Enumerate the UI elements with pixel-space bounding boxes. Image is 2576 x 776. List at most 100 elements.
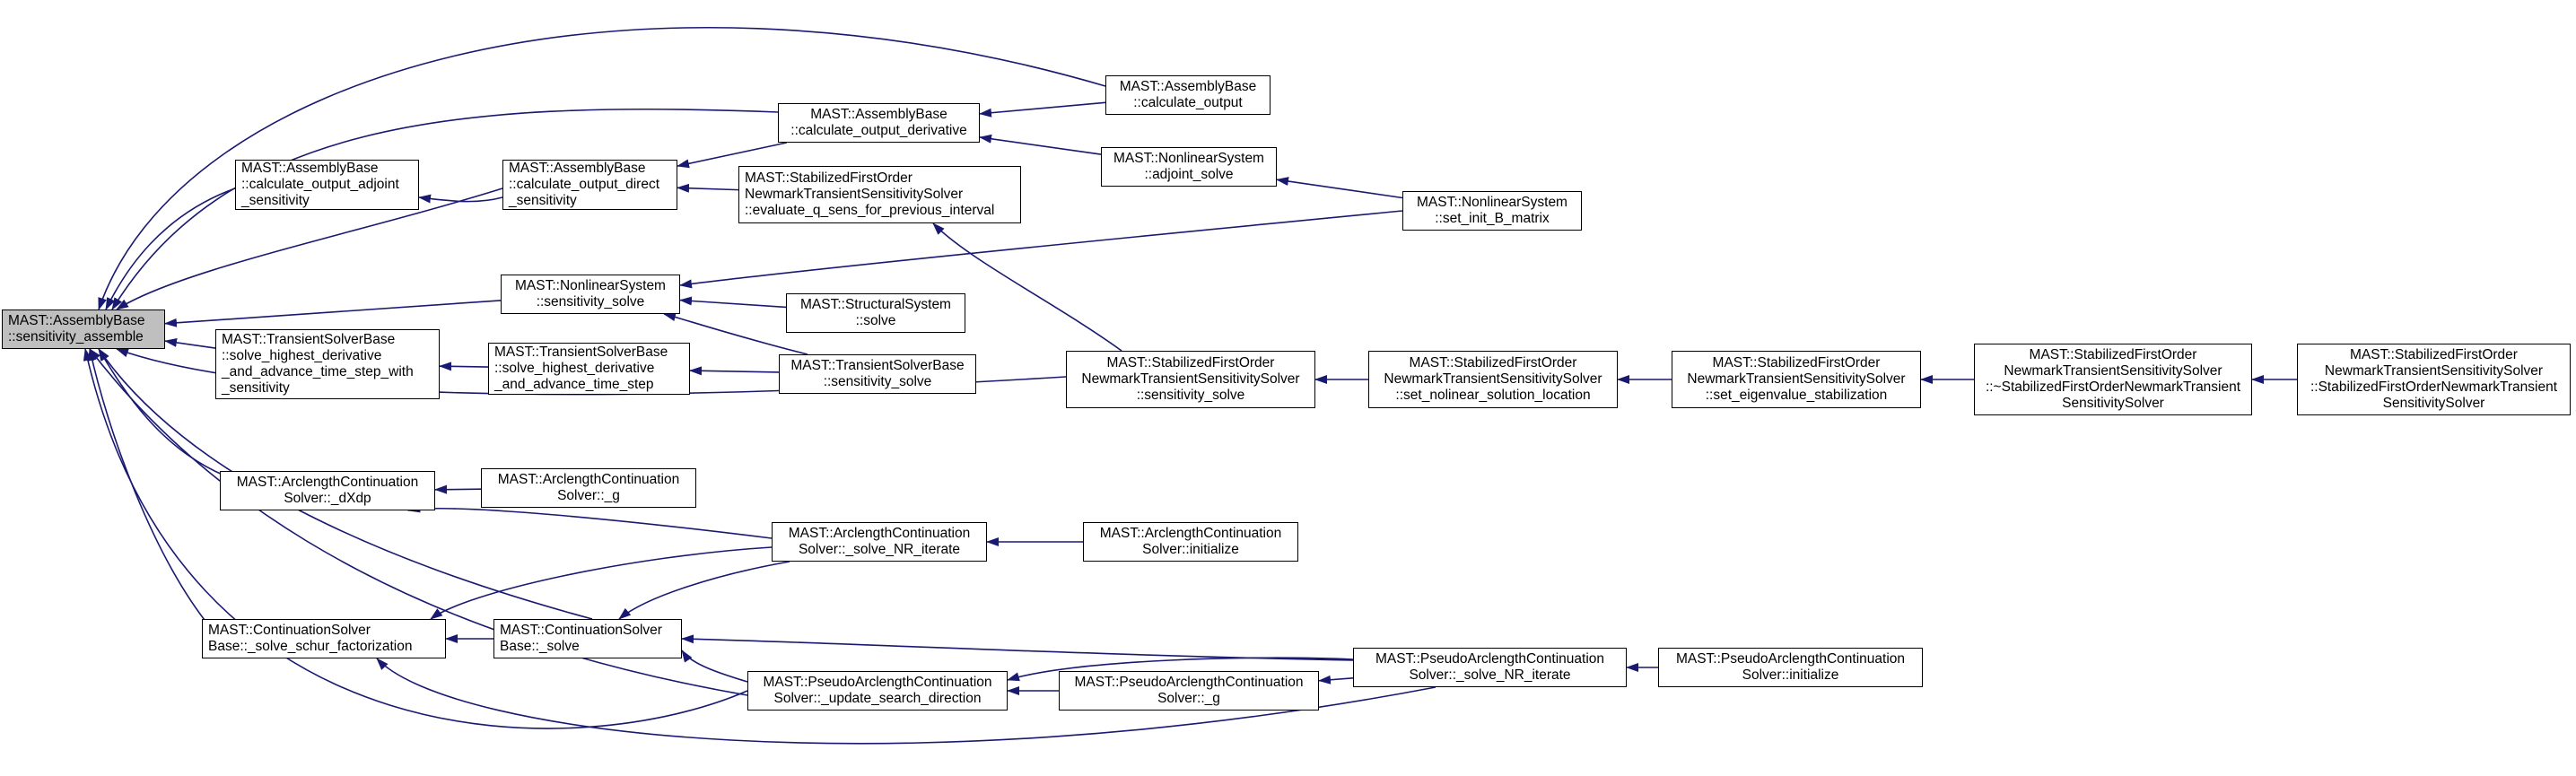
node-label-line: ::adjoint_solve: [1144, 167, 1234, 182]
edge-calc_out_dir-to-calc_out_adj: [418, 194, 503, 204]
node-label-line: Solver::initialize: [1142, 542, 1239, 557]
node-label-line: NewmarkTransientSensitivitySolver: [1687, 371, 1906, 387]
node-set-init-b[interactable]: MAST::NonlinearSystem::set_init_B_matrix: [1402, 191, 1582, 231]
node-struct-solve[interactable]: MAST::StructuralSystem::solve: [786, 293, 965, 333]
node-label-line: ::sensitivity_solve: [1136, 388, 1245, 403]
node-ts-sens-solve[interactable]: MAST::TransientSolverBase::sensitivity_s…: [779, 354, 976, 394]
node-calc-out-deriv[interactable]: MAST::AssemblyBase::calculate_output_der…: [778, 103, 980, 143]
edge-parc_update-to-cont_schur: [83, 348, 748, 729]
node-nl-sens-solve[interactable]: MAST::NonlinearSystem::sensitivity_solve: [501, 275, 680, 314]
edge-set_init_b-to-nl_sens_solve: [679, 210, 1403, 289]
node-label-line: MAST::ArclengthContinuation: [788, 526, 971, 541]
node-label-line: ::sensitivity_solve: [823, 374, 932, 389]
node-label-line: ::solve_highest_derivative: [494, 361, 655, 376]
edge-parc_update-to-cont_solve: [681, 650, 748, 683]
node-label-line: MAST::NonlinearSystem: [1113, 151, 1264, 166]
node-label-line: Base::_solve_schur_factorization: [208, 639, 413, 654]
node-label-line: MAST::AssemblyBase: [241, 161, 379, 176]
node-label-line: _sensitivity: [241, 193, 310, 208]
edge-parc_nr-to-cont_solve: [681, 634, 1354, 661]
node-sens-assemble[interactable]: MAST::AssemblyBase::sensitivity_assemble: [2, 310, 165, 349]
node-label-line: MAST::AssemblyBase: [810, 107, 947, 122]
node-label-line: MAST::StabilizedFirstOrder: [745, 170, 913, 186]
node-label-line: Base::_solve: [500, 639, 580, 654]
node-adj-solve[interactable]: MAST::NonlinearSystem::adjoint_solve: [1101, 147, 1277, 187]
node-label-line: _sensitivity: [222, 380, 290, 396]
node-label-line: ::sensitivity_assemble: [8, 329, 144, 344]
edge-ts_sens_solve-to-nl_sens_solve: [663, 312, 808, 355]
node-label-line: MAST::StabilizedFirstOrder: [2029, 347, 2197, 362]
node-label-line: NewmarkTransientSensitivitySolver: [745, 187, 964, 202]
node-label-line: Solver::initialize: [1742, 667, 1839, 683]
node-label-line: MAST::ContinuationSolver: [208, 623, 371, 638]
node-label-line: MAST::AssemblyBase: [1119, 79, 1257, 94]
node-label-line: MAST::StabilizedFirstOrder: [2350, 347, 2518, 362]
edge-calc_out-to-calc_out_deriv: [979, 101, 1106, 118]
node-label-line: ::calculate_output: [1133, 95, 1243, 110]
node-calc-out-dir[interactable]: MAST::AssemblyBase::calculate_output_dir…: [502, 160, 677, 210]
edge-parc_nr-to-parc_g: [1318, 675, 1354, 684]
node-label-line: ::set_nolinear_solution_location: [1395, 388, 1591, 403]
node-label-line: Solver::_g: [1157, 691, 1220, 706]
edge-ts_hd_sens-to-sens_assemble: [164, 337, 216, 349]
node-label-line: ::set_init_B_matrix: [1435, 211, 1550, 226]
node-label-line: MAST::PseudoArclengthContinuation: [1675, 651, 1906, 667]
edge-calc_out_deriv-to-calc_out_dir: [677, 142, 788, 169]
edge-arc_g-to-arc_dxdp: [434, 484, 482, 494]
node-ts-hd[interactable]: MAST::TransientSolverBase::solve_highest…: [488, 343, 690, 395]
node-calc-out-adj[interactable]: MAST::AssemblyBase::calculate_output_adj…: [235, 160, 419, 210]
node-label-line: _and_advance_time_step: [494, 377, 654, 392]
node-label-line: ::StabilizedFirstOrderNewmarkTransient: [2310, 379, 2558, 395]
node-label-line: _sensitivity: [509, 193, 577, 208]
edge-struct_solve-to-nl_sens_solve: [679, 296, 787, 309]
edge-sfo_sens_solve-to-eval_q_sens: [932, 222, 1122, 352]
edge-arc_nr-to-arc_dxdp: [407, 503, 773, 539]
node-label-line: MAST::StabilizedFirstOrder: [1712, 355, 1881, 371]
node-label-line: MAST::PseudoArclengthContinuation: [1375, 651, 1605, 667]
node-label-line: ::sensitivity_solve: [536, 294, 645, 310]
node-label-line: MAST::NonlinearSystem: [515, 278, 666, 293]
node-label-line: Solver::_dXdp: [284, 491, 371, 506]
edge-parc_nr-to-parc_update: [1007, 657, 1354, 682]
node-label-line: Solver::_update_search_direction: [773, 691, 982, 706]
node-label-line: MAST::ArclengthContinuation: [1099, 526, 1282, 541]
edge-arc_dxdp-to-sens_assemble: [98, 348, 225, 476]
node-label-line: ::calculate_output_adjoint: [241, 177, 399, 192]
edge-parc_nr-to-cont_schur: [376, 658, 1436, 745]
node-label-line: MAST::TransientSolverBase: [494, 344, 668, 360]
edge-nl_sens_solve-to-sens_assemble: [164, 300, 502, 327]
node-label-line: MAST::ArclengthContinuation: [497, 472, 680, 487]
node-label-line: NewmarkTransientSensitivitySolver: [2324, 363, 2544, 379]
node-label-line: MAST::StabilizedFirstOrder: [1106, 355, 1275, 371]
edge-calc_out_adj-to-sens_assemble: [105, 187, 236, 310]
node-label-line: MAST::ArclengthContinuation: [236, 475, 419, 490]
node-label-line: Solver::_g: [557, 488, 620, 503]
node-label-line: _and_advance_time_step_with: [222, 364, 414, 379]
node-label-line: SensitivitySolver: [2062, 396, 2164, 411]
edge-cont_schur-to-sens_assemble: [87, 348, 212, 629]
node-label-line: NewmarkTransientSensitivitySolver: [1081, 371, 1300, 387]
edge-eval_q_sens-to-calc_out_dir: [677, 183, 739, 193]
edge-parc_update-to-sens_assemble: [89, 348, 748, 696]
node-label-line: ::calculate_output_direct: [509, 177, 660, 192]
node-label-line: MAST::AssemblyBase: [509, 161, 646, 176]
node-calc-out[interactable]: MAST::AssemblyBase::calculate_output: [1105, 75, 1271, 115]
node-ts-hd-sens[interactable]: MAST::TransientSolverBase::solve_highest…: [215, 329, 440, 399]
node-label-line: MAST::TransientSolverBase: [222, 332, 396, 347]
